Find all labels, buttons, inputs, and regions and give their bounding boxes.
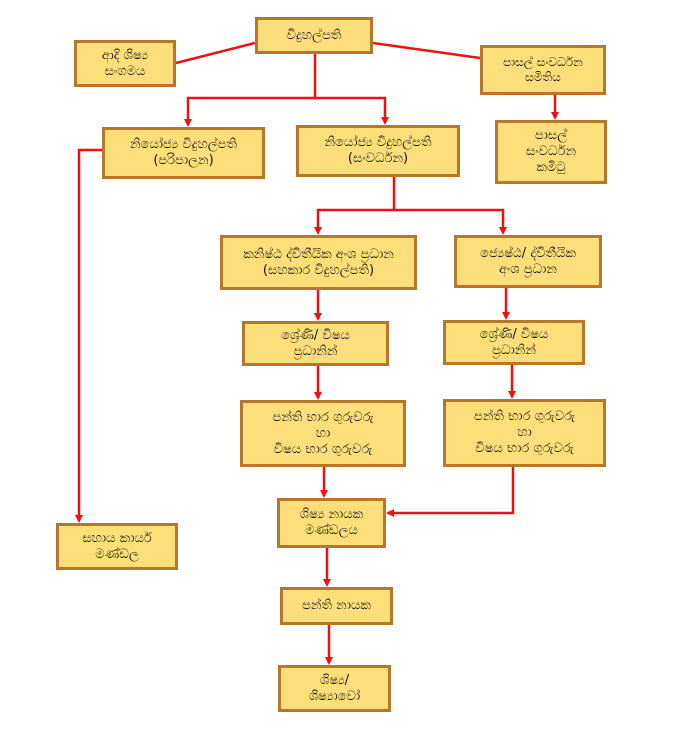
node-label-line: විෂය භාර ගුරුවරු <box>273 441 373 457</box>
node-label-line: ශිෂ්‍ය/ <box>320 672 349 688</box>
node-label-line: සංවර්ධන <box>525 144 577 159</box>
node-label-line: සමිතිය <box>525 70 561 84</box>
node-deputy-principal-development: නියෝජ්‍ය විදුහල්පති(සංවර්ධන) <box>296 125 460 177</box>
node-label-line: මණ්ඩල <box>95 546 139 562</box>
connector-teachers-right-to-prefects-board <box>386 467 515 517</box>
node-label-line: (පරිපාලන) <box>153 153 214 168</box>
node-label-line: විෂය භාර ගුරුවරු <box>475 441 574 456</box>
node-label-line: හා <box>517 425 532 440</box>
node-label-line: පන්ති භාර ගුරුවරු <box>474 409 575 424</box>
node-label-line: නියෝජ්‍ය විදුහල්පති <box>324 135 432 150</box>
node-class-subject-teachers-right: පන්ති භාර ගුරුවරුහාවිෂය භාර ගුරුවරු <box>443 399 606 467</box>
node-label-line: පාසල් සංවර්ධන <box>503 55 583 69</box>
node-principal: විදුහල්පති <box>255 17 373 54</box>
node-label: පන්ති භාර ගුරුවරුහාවිෂය භාර ගුරුවරු <box>273 410 374 458</box>
node-label-line: හා <box>315 425 331 441</box>
node-label-line: (සංවර්ධන) <box>347 151 409 166</box>
node-students: ශිෂ්‍ය/ශිෂ්‍යාවෝ <box>278 665 391 712</box>
node-label-line: ශිෂ්‍ය නායක <box>299 507 364 522</box>
node-label: විදුහල්පති <box>287 28 342 44</box>
node-label-line: ශ්‍රේණි/ විෂය <box>281 327 350 343</box>
node-junior-secondary-head: කනිෂ්ඨ ද්විතීයික අංශ ප්‍රධාන(සහකාර විදුහ… <box>220 235 417 290</box>
node-label-line: අංශ ප්‍රධාන <box>498 261 557 277</box>
node-label-line: පන්ති නායක <box>302 598 371 613</box>
node-label-line: සංගමය <box>104 63 146 79</box>
node-label-line: සහාය කාර්ය <box>82 530 152 546</box>
node-label-line: (සහකාර විදුහල්පති) <box>262 262 375 278</box>
connector-deputy-dev-to-senior-sec-head <box>394 208 507 235</box>
node-class-subject-teachers-left: පන්ති භාර ගුරුවරුහාවිෂය භාර ගුරුවරු <box>240 400 406 467</box>
node-label-line: කමිටු <box>536 160 566 175</box>
node-label-line: ශිෂ්‍යාවෝ <box>308 688 361 704</box>
node-label-line: කනිෂ්ඨ ද්විතීයික අංශ ප්‍රධාන <box>243 246 394 262</box>
node-label: පන්ති නායක <box>302 598 371 614</box>
connector-principal-to-deputy-admin <box>184 54 317 127</box>
node-label-line: ආදි ශිෂ්‍ය <box>101 47 149 63</box>
connector-principal-to-sdc <box>372 41 481 60</box>
node-label: නියෝජ්‍ය විදුහල්පති(පරිපාලන) <box>130 137 237 169</box>
node-label: නියෝජ්‍ය විදුහල්පති(සංවර්ධන) <box>324 135 431 167</box>
node-label-line: පාසල් <box>534 128 568 143</box>
node-label-line: විදුහල්පති <box>286 27 342 43</box>
node-label: පන්ති භාර ගුරුවරුහාවිෂය භාර ගුරුවරු <box>474 409 575 457</box>
node-label-line: නියෝජ්‍ය විදුහල්පති <box>129 137 238 152</box>
node-deputy-principal-admin: නියෝජ්‍ය විදුහල්පති(පරිපාලන) <box>102 127 265 179</box>
node-label-line: ප්‍රධානින් <box>293 343 338 359</box>
node-label-line: ජ්‍යෙෂ්ඨ/ ද්විතීයික <box>480 245 576 261</box>
node-label: කනිෂ්ඨ ද්විතීයික අංශ ප්‍රධාන(සහකාර විදුහ… <box>243 247 394 279</box>
node-class-leaders: පන්ති නායක <box>280 587 393 625</box>
node-label: ශිෂ්‍ය/ශිෂ්‍යාවෝ <box>309 673 360 705</box>
connector-deputy-admin-to-support-board <box>75 148 102 523</box>
node-label-line: ප්‍රධානින් <box>492 342 536 358</box>
connector-past-pupils-to-principal <box>175 41 256 65</box>
node-label-line: මණ්ඩලය <box>305 523 358 538</box>
node-label-line: ශ්‍රේණි/ විෂය <box>479 326 549 342</box>
connector-deputy-dev-to-junior-sec-head <box>314 177 396 235</box>
node-label-line: පන්ති භාර ගුරුවරු <box>272 409 374 425</box>
connector-principal-to-deputy-dev <box>315 96 389 125</box>
